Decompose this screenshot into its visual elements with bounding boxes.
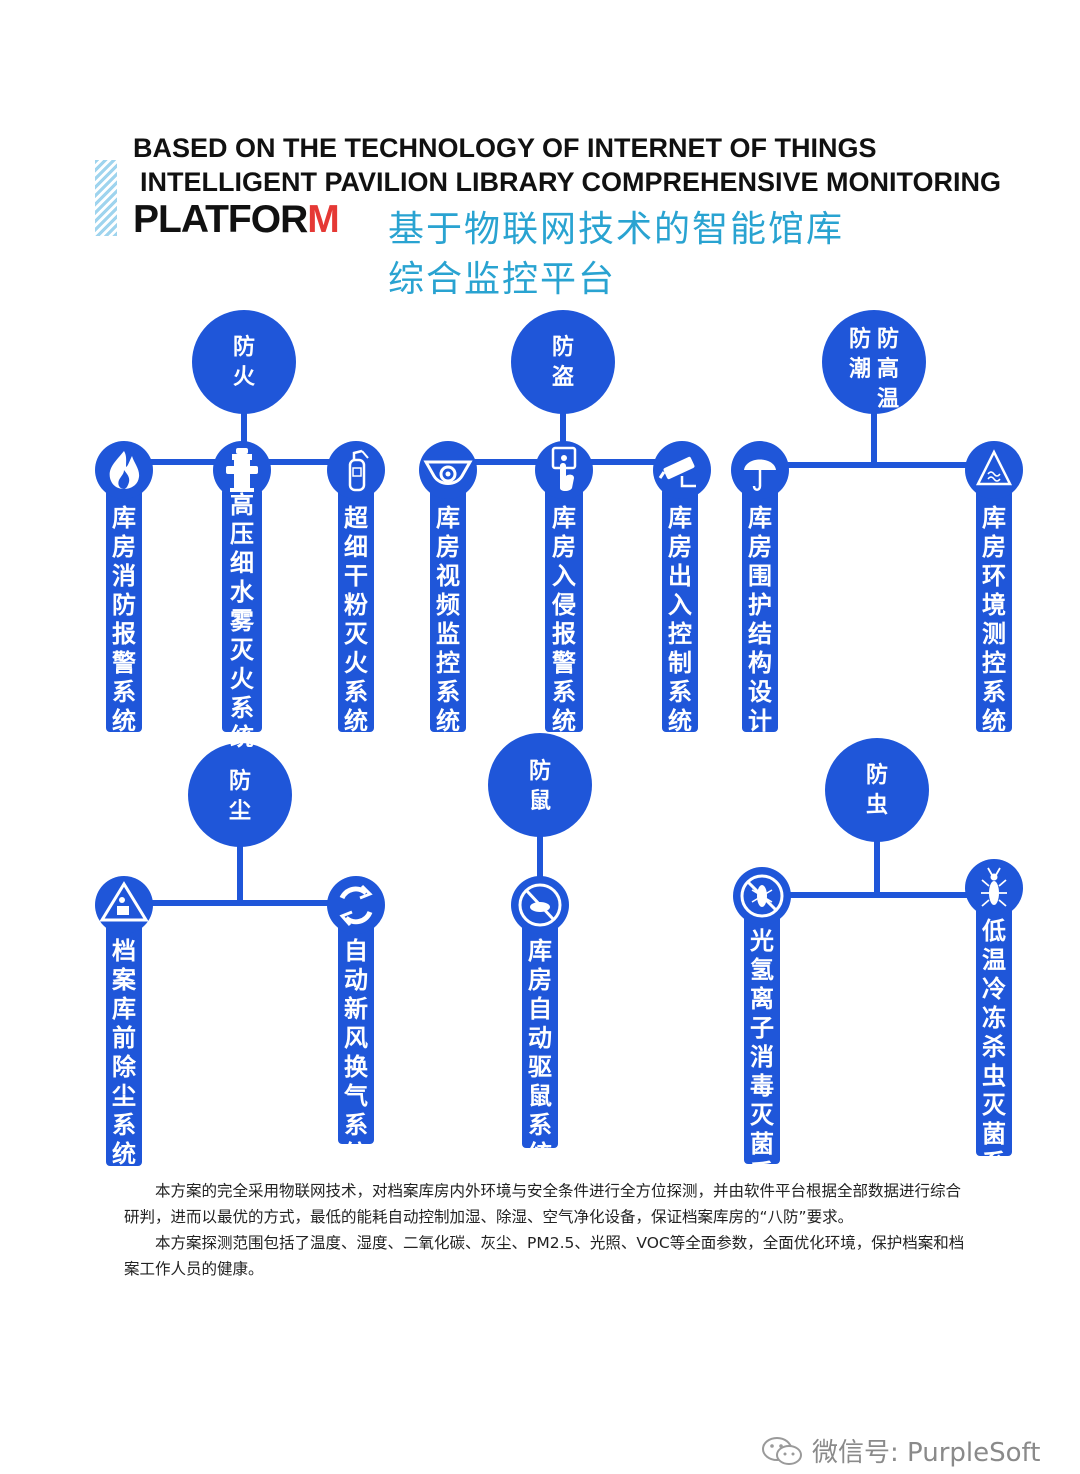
title-zh-line1: 基于物联网技术的智能馆库: [388, 209, 845, 250]
description-para2: 本方案探测范围包括了温度、湿度、二氧化碳、灰尘、PM2.5、光照、VOC等全面参…: [124, 1234, 965, 1278]
heat-warning-icon: [975, 449, 1013, 486]
group-humid: [731, 310, 1023, 732]
dome-camera-icon: [423, 460, 473, 485]
circle-theft: [511, 310, 615, 414]
title-decoration: [95, 160, 117, 236]
circle-label-humid: 防潮: [848, 326, 871, 382]
title-en-line2: INTELLIGENT PAVILION LIBRARY COMPREHENSI…: [140, 167, 1002, 197]
circle-label-fire: 防火: [232, 334, 255, 390]
item-rodent-label: 库房自动驱鼠系统: [528, 936, 552, 1168]
item-water-mist-label: 高压细水雾灭火系统: [230, 490, 254, 751]
item-dust-removal-label: 档案库前除尘系统: [112, 936, 136, 1168]
cctv-camera-icon: [658, 456, 696, 488]
title-en-line1: BASED ON THE TECHNOLOGY OF INTERNET OF T…: [133, 133, 877, 163]
description: 本方案的完全采用物联网技术，对档案库房内外环境与安全条件进行全方位探测，并由软件…: [124, 1178, 974, 1282]
item-freeze-label: 低温冷冻杀虫灭菌系统: [982, 916, 1006, 1206]
watermark-text: 微信号: PurpleSoft: [812, 1438, 1041, 1468]
description-para1: 本方案的完全采用物联网技术，对档案库房内外环境与安全条件进行全方位探测，并由软件…: [124, 1182, 962, 1226]
group-dust: [95, 743, 385, 1166]
item-intrusion-label: 库房入侵报警系统: [552, 503, 576, 735]
item-fire-alarm-label: 库房消防报警系统: [112, 503, 136, 735]
fire-icon: [109, 451, 140, 489]
circle-label-heat: 防高温: [876, 326, 899, 412]
extinguisher-icon: [348, 449, 369, 492]
touch-sensor-icon: [551, 446, 577, 491]
circle-insect: [825, 738, 929, 842]
title-en-line3-accent: M: [307, 198, 339, 241]
circle-label-insect: 防虫: [865, 762, 888, 818]
circle-dust: [188, 743, 292, 847]
item-video-label: 库房视频监控系统: [436, 503, 460, 735]
item-ventilation-label: 自动新风换气系统: [344, 936, 368, 1168]
hydrant-icon: [226, 448, 258, 492]
item-environment-label: 库房环境测控系统: [982, 503, 1006, 735]
title-en-line3: PLATFORM: [133, 198, 340, 242]
wechat-icon: [762, 1436, 802, 1465]
circle-label-rodent: 防鼠: [528, 758, 551, 814]
circle-rodent: [488, 733, 592, 837]
no-rodent-icon: [518, 883, 562, 927]
title-en-line3-main: PLATFOR: [133, 198, 308, 241]
umbrella-icon: [744, 459, 776, 491]
bar-fire-2: [222, 488, 262, 732]
item-ion-label: 光氢离子消毒灭菌系统: [750, 926, 774, 1216]
item-access-label: 库房出入控制系统: [668, 503, 692, 735]
circle-fire: [192, 310, 296, 414]
watermark: 微信号: PurpleSoft: [760, 1432, 1040, 1469]
group-theft: [419, 310, 711, 732]
title-zh-line2: 综合监控平台: [388, 259, 617, 300]
insect-icon: [981, 867, 1007, 907]
bar-fire-3: [338, 488, 374, 732]
group-insect: [733, 738, 1023, 1164]
item-dry-powder-label: 超细干粉灭火系统: [344, 503, 368, 735]
circle-label-theft: 防盗: [551, 334, 574, 390]
recycle-icon: [339, 884, 373, 926]
item-enclosure-label: 库房围护结构设计: [748, 503, 772, 735]
dust-warning-icon: [99, 881, 149, 922]
circle-humid: [822, 310, 926, 414]
circle-label-dust: 防尘: [228, 768, 251, 824]
bar-fire-1: [106, 488, 142, 732]
no-insect-icon: [740, 874, 784, 918]
